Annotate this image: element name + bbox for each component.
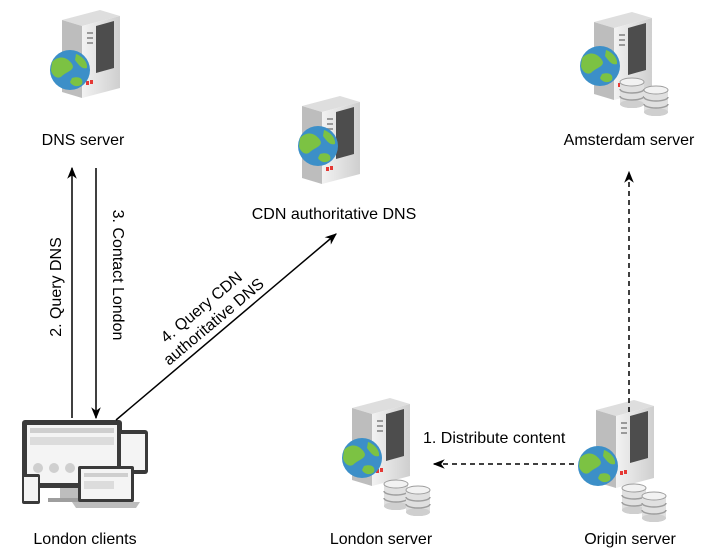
cdn-dns-server-icon bbox=[298, 96, 360, 184]
origin-server-label: Origin server bbox=[584, 531, 676, 548]
edge-label-contact-london: 3. Contact London bbox=[109, 209, 126, 341]
london-server-icon bbox=[342, 398, 431, 517]
dns-server-label: DNS server bbox=[41, 132, 125, 149]
london-clients-label: London clients bbox=[33, 531, 137, 548]
devices-icon bbox=[22, 420, 148, 508]
cdn-dns-label: CDN authoritative DNS bbox=[251, 206, 417, 223]
dns-server-icon bbox=[50, 10, 120, 98]
amsterdam-server-icon bbox=[580, 12, 669, 117]
arrow-query-cdn bbox=[115, 233, 337, 421]
edge-label-distribute: 1. Distribute content bbox=[423, 430, 566, 447]
amsterdam-server-label: Amsterdam server bbox=[563, 132, 695, 149]
origin-server-icon bbox=[578, 400, 667, 523]
edge-label-query-dns: 2. Query DNS bbox=[48, 237, 65, 337]
london-server-label: London server bbox=[329, 531, 433, 548]
